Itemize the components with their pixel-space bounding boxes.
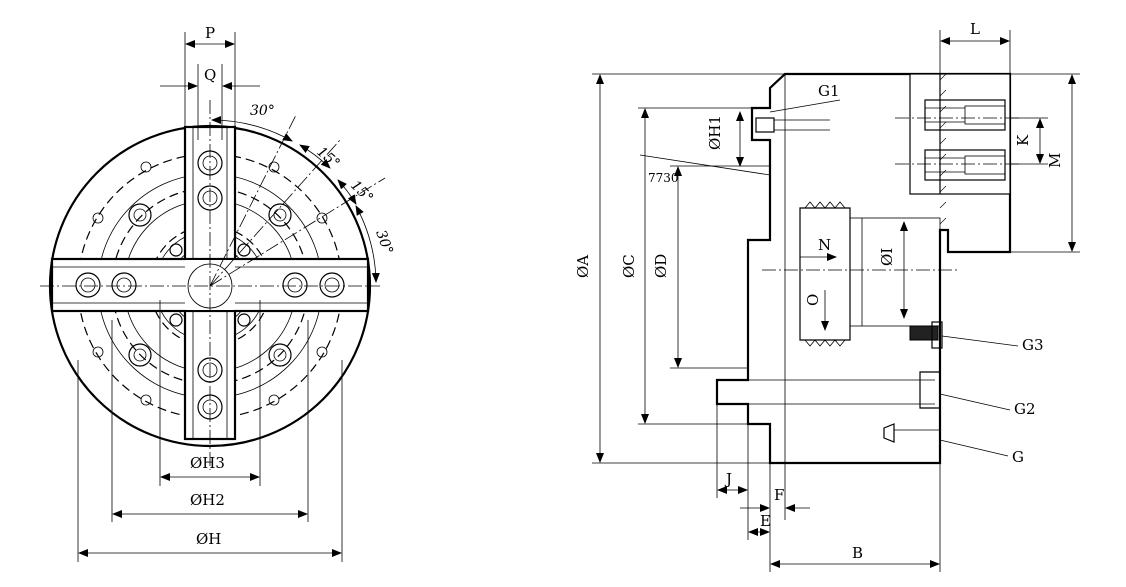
g1-hole bbox=[755, 117, 775, 133]
angle-30-top: 30° bbox=[250, 103, 275, 119]
bore-cavity bbox=[799, 207, 851, 341]
dim-h2-label: ØH2 bbox=[190, 491, 225, 509]
g-hole bbox=[883, 423, 895, 443]
bore-thread-bottom bbox=[804, 339, 846, 347]
angle-15-b: 15° bbox=[347, 178, 376, 207]
front-view: 30° 15° 15° 30° P Q ØH3 ØH2 ØH bbox=[40, 24, 396, 562]
angle-arc-15-a bbox=[299, 144, 331, 169]
dim-l-label: L bbox=[970, 20, 980, 38]
dim-h1-label: ØH1 bbox=[706, 115, 724, 150]
g3-leader bbox=[941, 335, 1019, 347]
callout-g1: G1 bbox=[818, 82, 840, 100]
dim-j-label: J bbox=[724, 470, 732, 488]
dim-a-label: ØA bbox=[574, 255, 592, 278]
g3-screw bbox=[909, 325, 939, 341]
inner-pitch-holes bbox=[169, 243, 251, 327]
g2-bolt-head bbox=[919, 371, 941, 409]
side-section-view: ØH1 ØA ØC ØD 7730 ØI N O L K bbox=[574, 20, 1080, 572]
dim-n-label: N bbox=[818, 236, 831, 254]
dim-h-label: ØH bbox=[196, 530, 221, 548]
jaw-bolt-lower bbox=[924, 149, 1006, 181]
jaw-bolt-upper bbox=[924, 99, 1006, 131]
callout-g: G bbox=[1012, 448, 1024, 466]
piston-block bbox=[849, 217, 941, 327]
bore-thread-top bbox=[804, 201, 846, 209]
g1-leader bbox=[769, 99, 841, 113]
angle-ray-1 bbox=[209, 114, 297, 287]
dim-h3-label: ØH3 bbox=[190, 454, 225, 472]
dim-i-label: ØI bbox=[878, 248, 896, 266]
g2-leader bbox=[939, 393, 1011, 411]
jaw-bolts-horizontal bbox=[75, 272, 345, 298]
dim-k-label: K bbox=[1014, 134, 1032, 146]
dim-p-label: P bbox=[205, 24, 215, 42]
g-leader bbox=[939, 439, 1009, 457]
leader-7730 bbox=[639, 154, 771, 176]
dim-q-label: Q bbox=[204, 66, 216, 84]
dim-c-label: ØC bbox=[620, 254, 638, 278]
mounting-bolts bbox=[128, 203, 292, 367]
dim-o-label: O bbox=[804, 294, 822, 306]
dim-m-label: M bbox=[1046, 153, 1064, 168]
jaw-hatching bbox=[939, 73, 947, 225]
g3-head bbox=[931, 321, 943, 349]
angle-30-right: 30° bbox=[372, 228, 396, 257]
callout-g3: G3 bbox=[1022, 336, 1044, 354]
callout-g2: G2 bbox=[1014, 400, 1036, 418]
dim-f-label: F bbox=[774, 486, 784, 504]
code-7730: 7730 bbox=[648, 171, 679, 185]
dim-b-label: B bbox=[852, 544, 863, 562]
dim-e-label: E bbox=[760, 512, 771, 530]
outer-pitch-holes bbox=[92, 161, 328, 406]
dim-d-label: ØD bbox=[652, 254, 670, 278]
body-outline bbox=[715, 72, 1012, 465]
angle-arc-15-b bbox=[337, 179, 357, 205]
angle-arc-30-right bbox=[355, 205, 380, 283]
angle-arc-30-top bbox=[211, 116, 293, 142]
